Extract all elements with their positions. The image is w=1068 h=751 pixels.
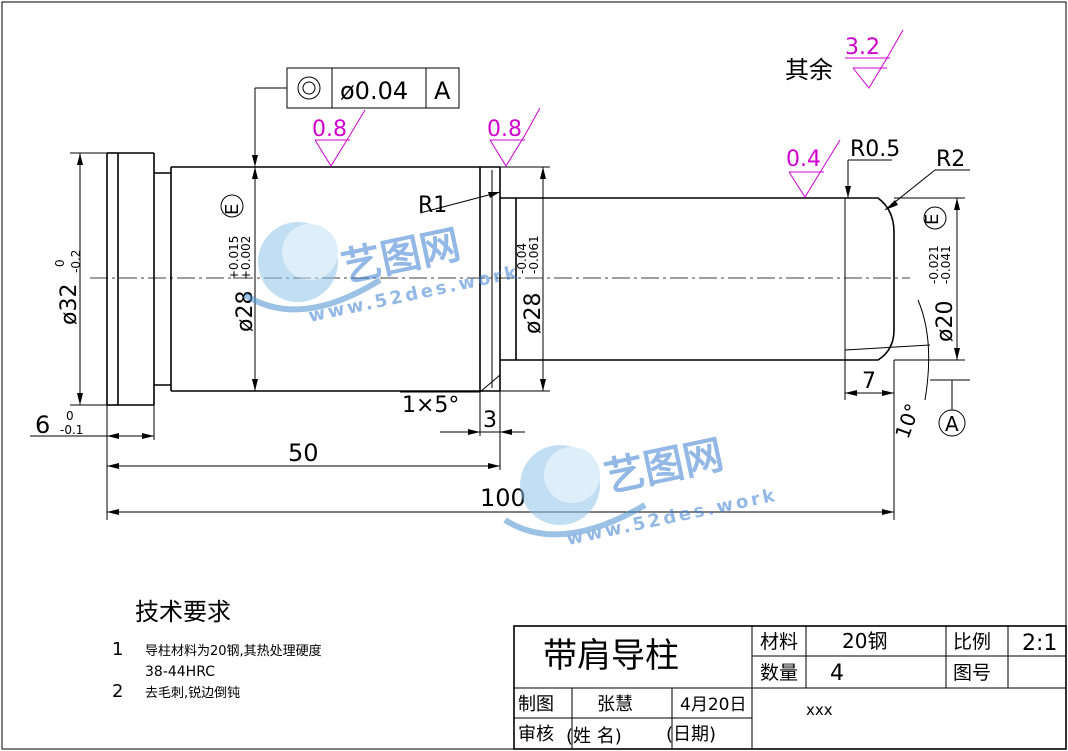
part-name: 带肩导柱	[543, 636, 679, 676]
dimension-lines	[30, 87, 970, 520]
datum-a-circle	[938, 409, 966, 437]
checked-date: (日期)	[666, 724, 716, 745]
dim-len-3: 3	[483, 408, 497, 433]
dim-len-6-upper: 0	[66, 409, 74, 423]
dim-len-6-lower: -0.1	[60, 423, 83, 437]
tolerance-value: ø0.04	[340, 77, 408, 105]
dim-r1: R1	[418, 193, 447, 218]
surface-finish-1-value: 0.8	[312, 117, 347, 142]
drawn-by: 张慧	[597, 694, 633, 715]
fit-circle-right	[923, 206, 947, 230]
dim-d20: ø20	[933, 301, 958, 342]
watermark-globe-icon	[243, 222, 382, 313]
checked-name: (姓 名)	[566, 726, 622, 747]
part-outline	[106, 152, 895, 406]
tech-req-2-num: 2	[112, 681, 123, 702]
surface-finish-3-value: 0.4	[786, 147, 821, 172]
dim-d28-left-fit: E	[222, 204, 243, 215]
quantity-label: 数量	[760, 662, 798, 684]
material-value: 20钢	[842, 629, 887, 653]
tolerance-datum: A	[434, 77, 451, 105]
scale-value: 2:1	[1022, 631, 1057, 656]
surface-finish-rest: 3.2	[845, 29, 904, 89]
dim-d32: ø32	[57, 284, 82, 325]
dim-len-7: 7	[862, 369, 876, 394]
quantity-value: 4	[830, 661, 844, 686]
dim-d20-upper: -0.021	[927, 245, 941, 284]
dim-angle: 10°	[890, 400, 925, 442]
drawing-no-label: 图号	[953, 662, 991, 684]
dim-r2: R2	[936, 147, 965, 172]
datum-a-label: A	[945, 412, 959, 436]
material-label: 材料	[760, 631, 798, 653]
dim-chamfer: 1×5°	[402, 393, 459, 418]
drawn-label: 制图	[518, 694, 554, 715]
watermark-globe-icon	[503, 445, 647, 538]
dim-len-50: 50	[288, 439, 319, 467]
concentricity-icon	[297, 76, 321, 100]
dim-d20-lower: -0.041	[939, 245, 953, 284]
surface-finish-2-value: 0.8	[487, 117, 522, 142]
drawing-labels: 其余 ø32 0 -0.2 ø28 +0.015 +0.002 E ø28 -0…	[35, 56, 965, 512]
surface-finish-rest-value: 3.2	[845, 35, 880, 60]
checked-label: 审核	[518, 724, 554, 745]
tolerance-frame: ø0.04 A	[286, 67, 460, 109]
tech-req-2-text: 去毛刺,锐边倒钝	[145, 686, 240, 701]
dim-d28-right-lower: -0.061	[527, 235, 541, 274]
scale-label: 比例	[953, 631, 991, 653]
surface-finish-1: 0.8	[312, 109, 366, 167]
dim-len-6: 6	[35, 411, 50, 439]
company: xxx	[806, 701, 833, 719]
dim-d28-right-upper: -0.04	[515, 243, 529, 274]
watermark-brand: 艺图网	[601, 432, 728, 502]
tech-requirements-title: 技术要求	[135, 598, 231, 626]
surface-finish-2: 0.8	[487, 107, 541, 167]
drawn-date: 4月20日	[680, 695, 746, 715]
surface-finish-3: 0.4	[786, 139, 841, 198]
tech-req-1-text2: 38-44HRC	[145, 664, 215, 680]
tech-req-1-num: 1	[112, 639, 123, 660]
dim-d28-right: ø28	[521, 293, 546, 334]
fit-circle-left	[220, 194, 244, 218]
tech-requirements: 技术要求 1 导柱材料为20钢,其热处理硬度 38-44HRC 2 去毛刺,锐边…	[112, 598, 322, 702]
rest-label: 其余	[785, 56, 833, 84]
dim-r05: R0.5	[850, 137, 900, 162]
title-block: 带肩导柱 材料 20钢 比例 2:1 数量 4 图号 制图 张慧 4月20日 审…	[513, 625, 1067, 750]
dim-d28-left-upper: +0.015	[227, 236, 241, 280]
dim-d32-lower: -0.2	[69, 250, 83, 273]
tech-req-1-text: 导柱材料为20钢,其热处理硬度	[145, 643, 322, 659]
dim-len-100: 100	[480, 484, 526, 512]
dim-d20-fit: E	[922, 214, 943, 225]
watermark-2: 艺图网 www.52des.work	[503, 432, 779, 550]
dim-d32-upper: 0	[53, 259, 67, 267]
dim-d28-left-lower: +0.002	[239, 236, 253, 280]
